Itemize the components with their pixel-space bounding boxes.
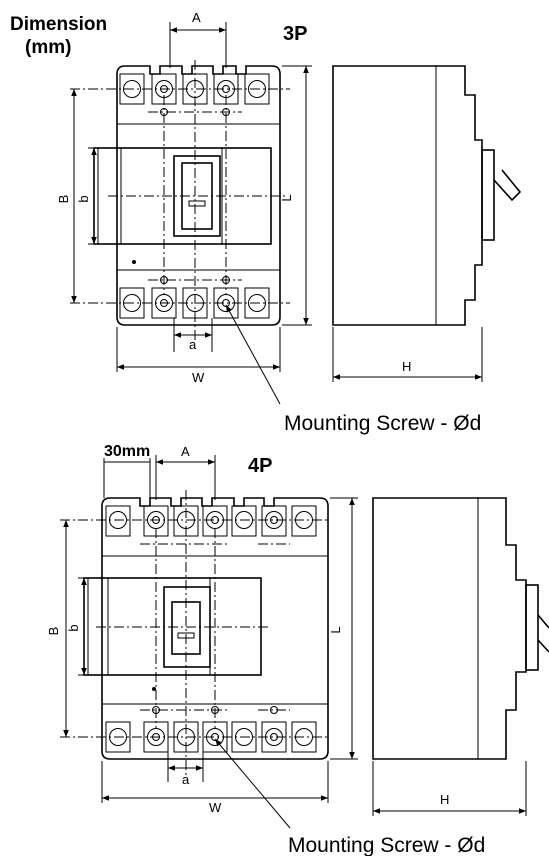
front-view-3p: 3P [56,10,481,435]
dim-label-a-3p: a [189,337,197,352]
side-handle-lever-4p [537,614,549,653]
dim-label-H-4p: H [440,792,449,807]
pole-label-4p: 4P [248,455,272,477]
title-units: (mm) [25,37,71,58]
leader-line-3p [225,304,281,405]
toggle-handle-4p [171,601,201,655]
top-terminals-4p [105,505,317,545]
bottom-terminals-4p [105,687,317,753]
pole-label-3p: 3P [283,23,307,45]
callout-mounting-screw-4p: Mounting Screw - Ød [288,834,485,856]
front-view-4p: 4P 30mm [46,443,485,856]
dim-label-a-4p: a [182,772,190,787]
side-handle-lever-3p [493,169,522,202]
side-view-4p: H [372,497,549,816]
dim-label-W-4p: W [209,800,222,815]
dim-label-H-3p: H [402,359,411,374]
side-handle-base-3p [481,149,495,241]
dim-label-L-4p: L [328,626,343,633]
leader-line-4p [214,738,291,829]
side-handle-base-4p [525,584,539,671]
dim-label-A-4p: A [181,444,190,459]
dim-label-A-3p: A [192,10,201,25]
dim-label-B-4p: B [46,627,61,636]
dim-label-b-4p: b [66,624,81,631]
pitch-label-30mm: 30mm [104,443,150,460]
dim-label-L-3p: L [279,194,294,201]
side-view-3p: H [332,65,522,382]
callout-mounting-screw-3p: Mounting Screw - Ød [284,412,481,435]
title-dimension: Dimension [10,14,107,35]
dim-label-b-3p: b [76,195,91,202]
dim-label-W-3p: W [192,370,205,385]
breaker-body-3p [116,65,281,326]
dim-label-B-3p: B [56,195,71,204]
